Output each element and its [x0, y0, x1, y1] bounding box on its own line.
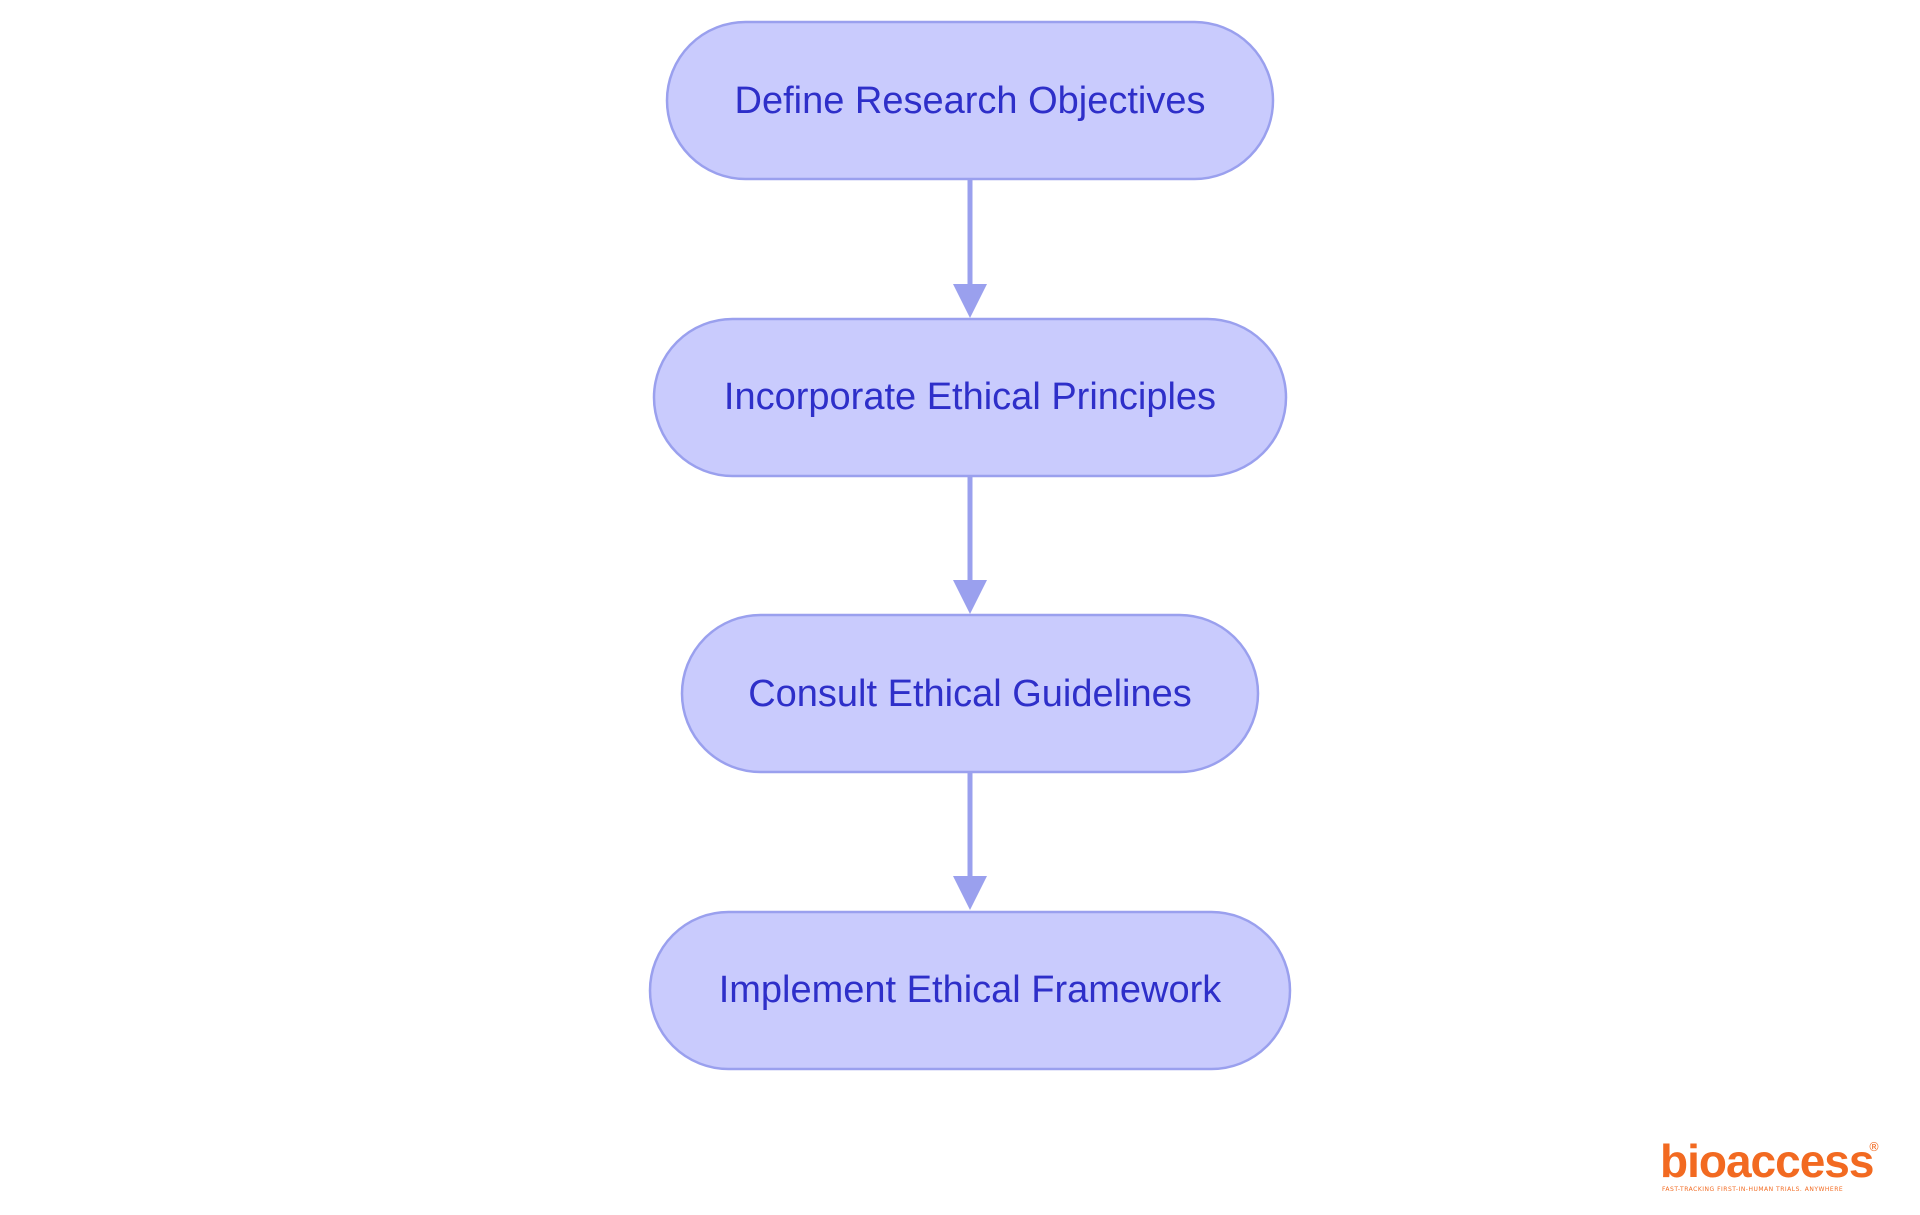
- node-label: Define Research Objectives: [735, 80, 1206, 122]
- arrowhead-icon: [953, 876, 987, 910]
- node-shape: [680, 613, 1260, 774]
- node-incorporate-ethical-principles: Incorporate Ethical Principles: [652, 317, 1288, 478]
- logo-wordmark: bioaccess: [1660, 1135, 1874, 1187]
- node-label: Incorporate Ethical Principles: [724, 376, 1216, 418]
- arrowhead-icon: [953, 580, 987, 614]
- node-shape: [648, 910, 1292, 1071]
- node-label: Consult Ethical Guidelines: [748, 673, 1192, 715]
- arrowhead-icon: [953, 284, 987, 318]
- node-shape: [665, 20, 1275, 181]
- registered-mark-icon: ®: [1868, 1140, 1880, 1154]
- node-consult-ethical-guidelines: Consult Ethical Guidelines: [680, 613, 1260, 774]
- node-label: Implement Ethical Framework: [719, 969, 1223, 1011]
- node-implement-ethical-framework: Implement Ethical Framework: [648, 910, 1292, 1071]
- edge-incorporate-to-consult: [953, 476, 987, 614]
- node-shape: [652, 317, 1288, 478]
- bioaccess-logo: bioaccess ® FAST-TRACKING FIRST-IN-HUMAN…: [1660, 1138, 1890, 1194]
- logo-tagline: FAST-TRACKING FIRST-IN-HUMAN TRIALS. ANY…: [1662, 1186, 1844, 1193]
- edge-consult-to-implement: [953, 772, 987, 910]
- edge-define-to-incorporate: [953, 180, 987, 318]
- node-define-research-objectives: Define Research Objectives: [665, 20, 1275, 181]
